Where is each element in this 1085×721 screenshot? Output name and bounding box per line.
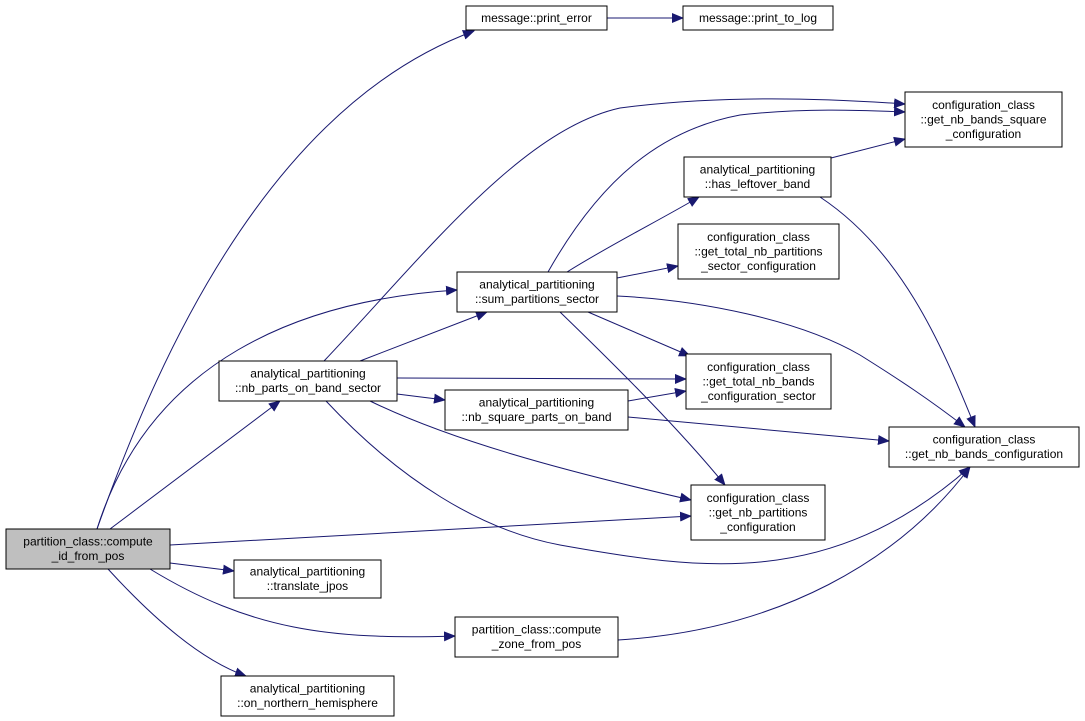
node-label-line: ::on_northern_hemisphere [237, 696, 378, 710]
node-label-line: analytical_partitioning [479, 278, 594, 292]
edge-compute_id-to-print_error [96, 30, 475, 530]
node-label-line: configuration_class [707, 360, 810, 374]
node-on_northern[interactable]: analytical_partitioning::on_northern_hem… [220, 675, 395, 717]
node-label-line: ::nb_square_parts_on_band [461, 410, 611, 424]
node-label-line: message::print_error [481, 11, 592, 25]
node-label-line: configuration_class [707, 491, 810, 505]
node-get_total_nb_bands[interactable]: configuration_class::get_total_nb_bands_… [685, 353, 832, 410]
edge-sum_partitions_sector-to-get_nb_partitions [559, 311, 726, 486]
edge-nb_parts_on_band_sector-to-nb_square_parts_on_band [396, 393, 446, 404]
node-compute_id[interactable]: partition_class::compute_id_from_pos [5, 528, 171, 570]
edge-nb_parts_on_band_sector-to-get_nb_partitions [369, 400, 692, 503]
node-box [233, 559, 382, 599]
node-label-line: _configuration [945, 127, 1021, 141]
node-box [677, 223, 840, 280]
node-label-line: ::nb_parts_on_band_sector [235, 381, 381, 395]
node-print_to_log[interactable]: message::print_to_log [682, 5, 834, 31]
node-label-line: _configuration_sector [700, 389, 816, 403]
node-label-line: _configuration [719, 520, 795, 534]
edge-has_leftover_band-to-get_nb_bands_configuration [819, 196, 976, 428]
edge-nb_square_parts_on_band-to-get_total_nb_bands [627, 387, 687, 402]
edge-nb_parts_on_band_sector-to-sum_partitions_sector [359, 311, 488, 362]
edge-nb_parts_on_band_sector-to-get_nb_bands_configuration [325, 400, 971, 565]
node-label-line: ::get_nb_partitions [709, 505, 808, 519]
node-box [5, 528, 171, 570]
node-box [904, 91, 1063, 148]
node-label-line: ::translate_jpos [267, 579, 348, 593]
node-label-line: analytical_partitioning [479, 396, 594, 410]
node-get_total_nb_partitions[interactable]: configuration_class::get_total_nb_partit… [677, 223, 840, 280]
node-get_nb_bands_configuration[interactable]: configuration_class::get_nb_bands_config… [888, 426, 1080, 468]
node-has_leftover_band[interactable]: analytical_partitioning::has_leftover_ba… [683, 156, 832, 198]
edge-sum_partitions_sector-to-has_leftover_band [566, 196, 700, 273]
node-label-line: partition_class::compute [23, 535, 153, 549]
node-label-line: configuration_class [932, 98, 1035, 112]
edge-nb_parts_on_band_sector-to-get_nb_bands_square [323, 98, 906, 362]
edge-sum_partitions_sector-to-get_nb_bands_square [547, 106, 906, 273]
node-nb_parts_on_band_sector[interactable]: analytical_partitioning::nb_parts_on_ban… [218, 360, 398, 402]
node-label-line: ::get_nb_bands_square [920, 112, 1046, 126]
node-box [683, 156, 832, 198]
node-box [465, 5, 608, 31]
node-label-line: analytical_partitioning [250, 565, 365, 579]
node-label-line: analytical_partitioning [250, 682, 365, 696]
node-label-line: analytical_partitioning [700, 163, 815, 177]
edge-sum_partitions_sector-to-get_total_nb_bands [587, 311, 691, 357]
edge-nb_square_parts_on_band-to-get_nb_bands_configuration [627, 416, 890, 445]
node-nb_square_parts_on_band[interactable]: analytical_partitioning::nb_square_parts… [444, 389, 629, 431]
node-get_nb_bands_square[interactable]: configuration_class::get_nb_bands_square… [904, 91, 1063, 148]
edge-has_leftover_band-to-get_nb_bands_square [830, 136, 906, 159]
node-label-line: configuration_class [933, 433, 1036, 447]
edge-compute_id-to-translate_jpos [169, 562, 235, 575]
edge-nb_parts_on_band_sector-to-get_total_nb_bands [396, 373, 687, 384]
node-box [456, 271, 618, 313]
node-label-line: ::sum_partitions_sector [475, 292, 599, 306]
node-label-line: ::get_nb_bands_configuration [905, 447, 1063, 461]
node-box [682, 5, 834, 31]
edge-sum_partitions_sector-to-get_nb_bands_configuration [616, 295, 966, 428]
node-label-line: _zone_from_pos [491, 637, 581, 651]
node-get_nb_partitions[interactable]: configuration_class::get_nb_partitions_c… [690, 484, 826, 541]
node-box [454, 616, 619, 658]
node-label-line: analytical_partitioning [250, 367, 365, 381]
nodes: partition_class::compute_id_from_posanal… [5, 5, 1080, 717]
node-box [220, 675, 395, 717]
node-label-line: ::get_total_nb_partitions [694, 244, 822, 258]
node-sum_partitions_sector[interactable]: analytical_partitioning::sum_partitions_… [456, 271, 618, 313]
edge-compute_id-to-nb_parts_on_band_sector [109, 400, 281, 530]
node-box [218, 360, 398, 402]
node-print_error[interactable]: message::print_error [465, 5, 608, 31]
node-compute_zone[interactable]: partition_class::compute_zone_from_pos [454, 616, 619, 658]
node-label-line: configuration_class [707, 230, 810, 244]
node-label-line: _sector_configuration [700, 259, 816, 273]
node-label-line: _id_from_pos [51, 549, 125, 563]
edge-sum_partitions_sector-to-get_total_nb_partitions [616, 263, 679, 279]
edge-compute_zone-to-get_nb_bands_configuration [617, 466, 971, 641]
node-box [690, 484, 826, 541]
node-label-line: ::get_total_nb_bands [702, 374, 814, 388]
node-box [444, 389, 629, 431]
edge-compute_id-to-sum_partitions_sector [96, 285, 458, 530]
edge-compute_id-to-compute_zone [149, 568, 456, 642]
node-label-line: ::has_leftover_band [705, 177, 810, 191]
node-box [888, 426, 1080, 468]
edges [96, 13, 976, 678]
edge-compute_id-to-on_northern [107, 568, 247, 678]
node-translate_jpos[interactable]: analytical_partitioning::translate_jpos [233, 559, 382, 599]
edge-compute_id-to-get_nb_partitions [169, 511, 692, 546]
node-label-line: message::print_to_log [699, 11, 817, 25]
node-label-line: partition_class::compute [472, 623, 602, 637]
node-box [685, 353, 832, 410]
